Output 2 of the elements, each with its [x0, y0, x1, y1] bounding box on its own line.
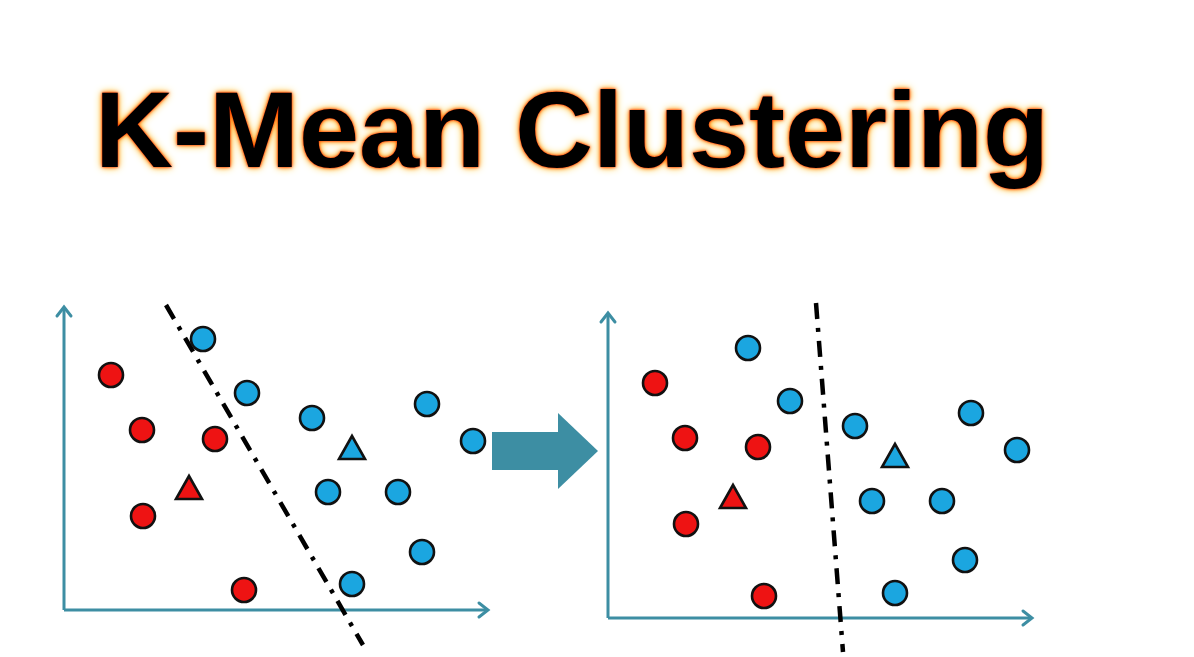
- arrow: [492, 413, 598, 489]
- title: K-Mean Clustering: [94, 68, 1050, 192]
